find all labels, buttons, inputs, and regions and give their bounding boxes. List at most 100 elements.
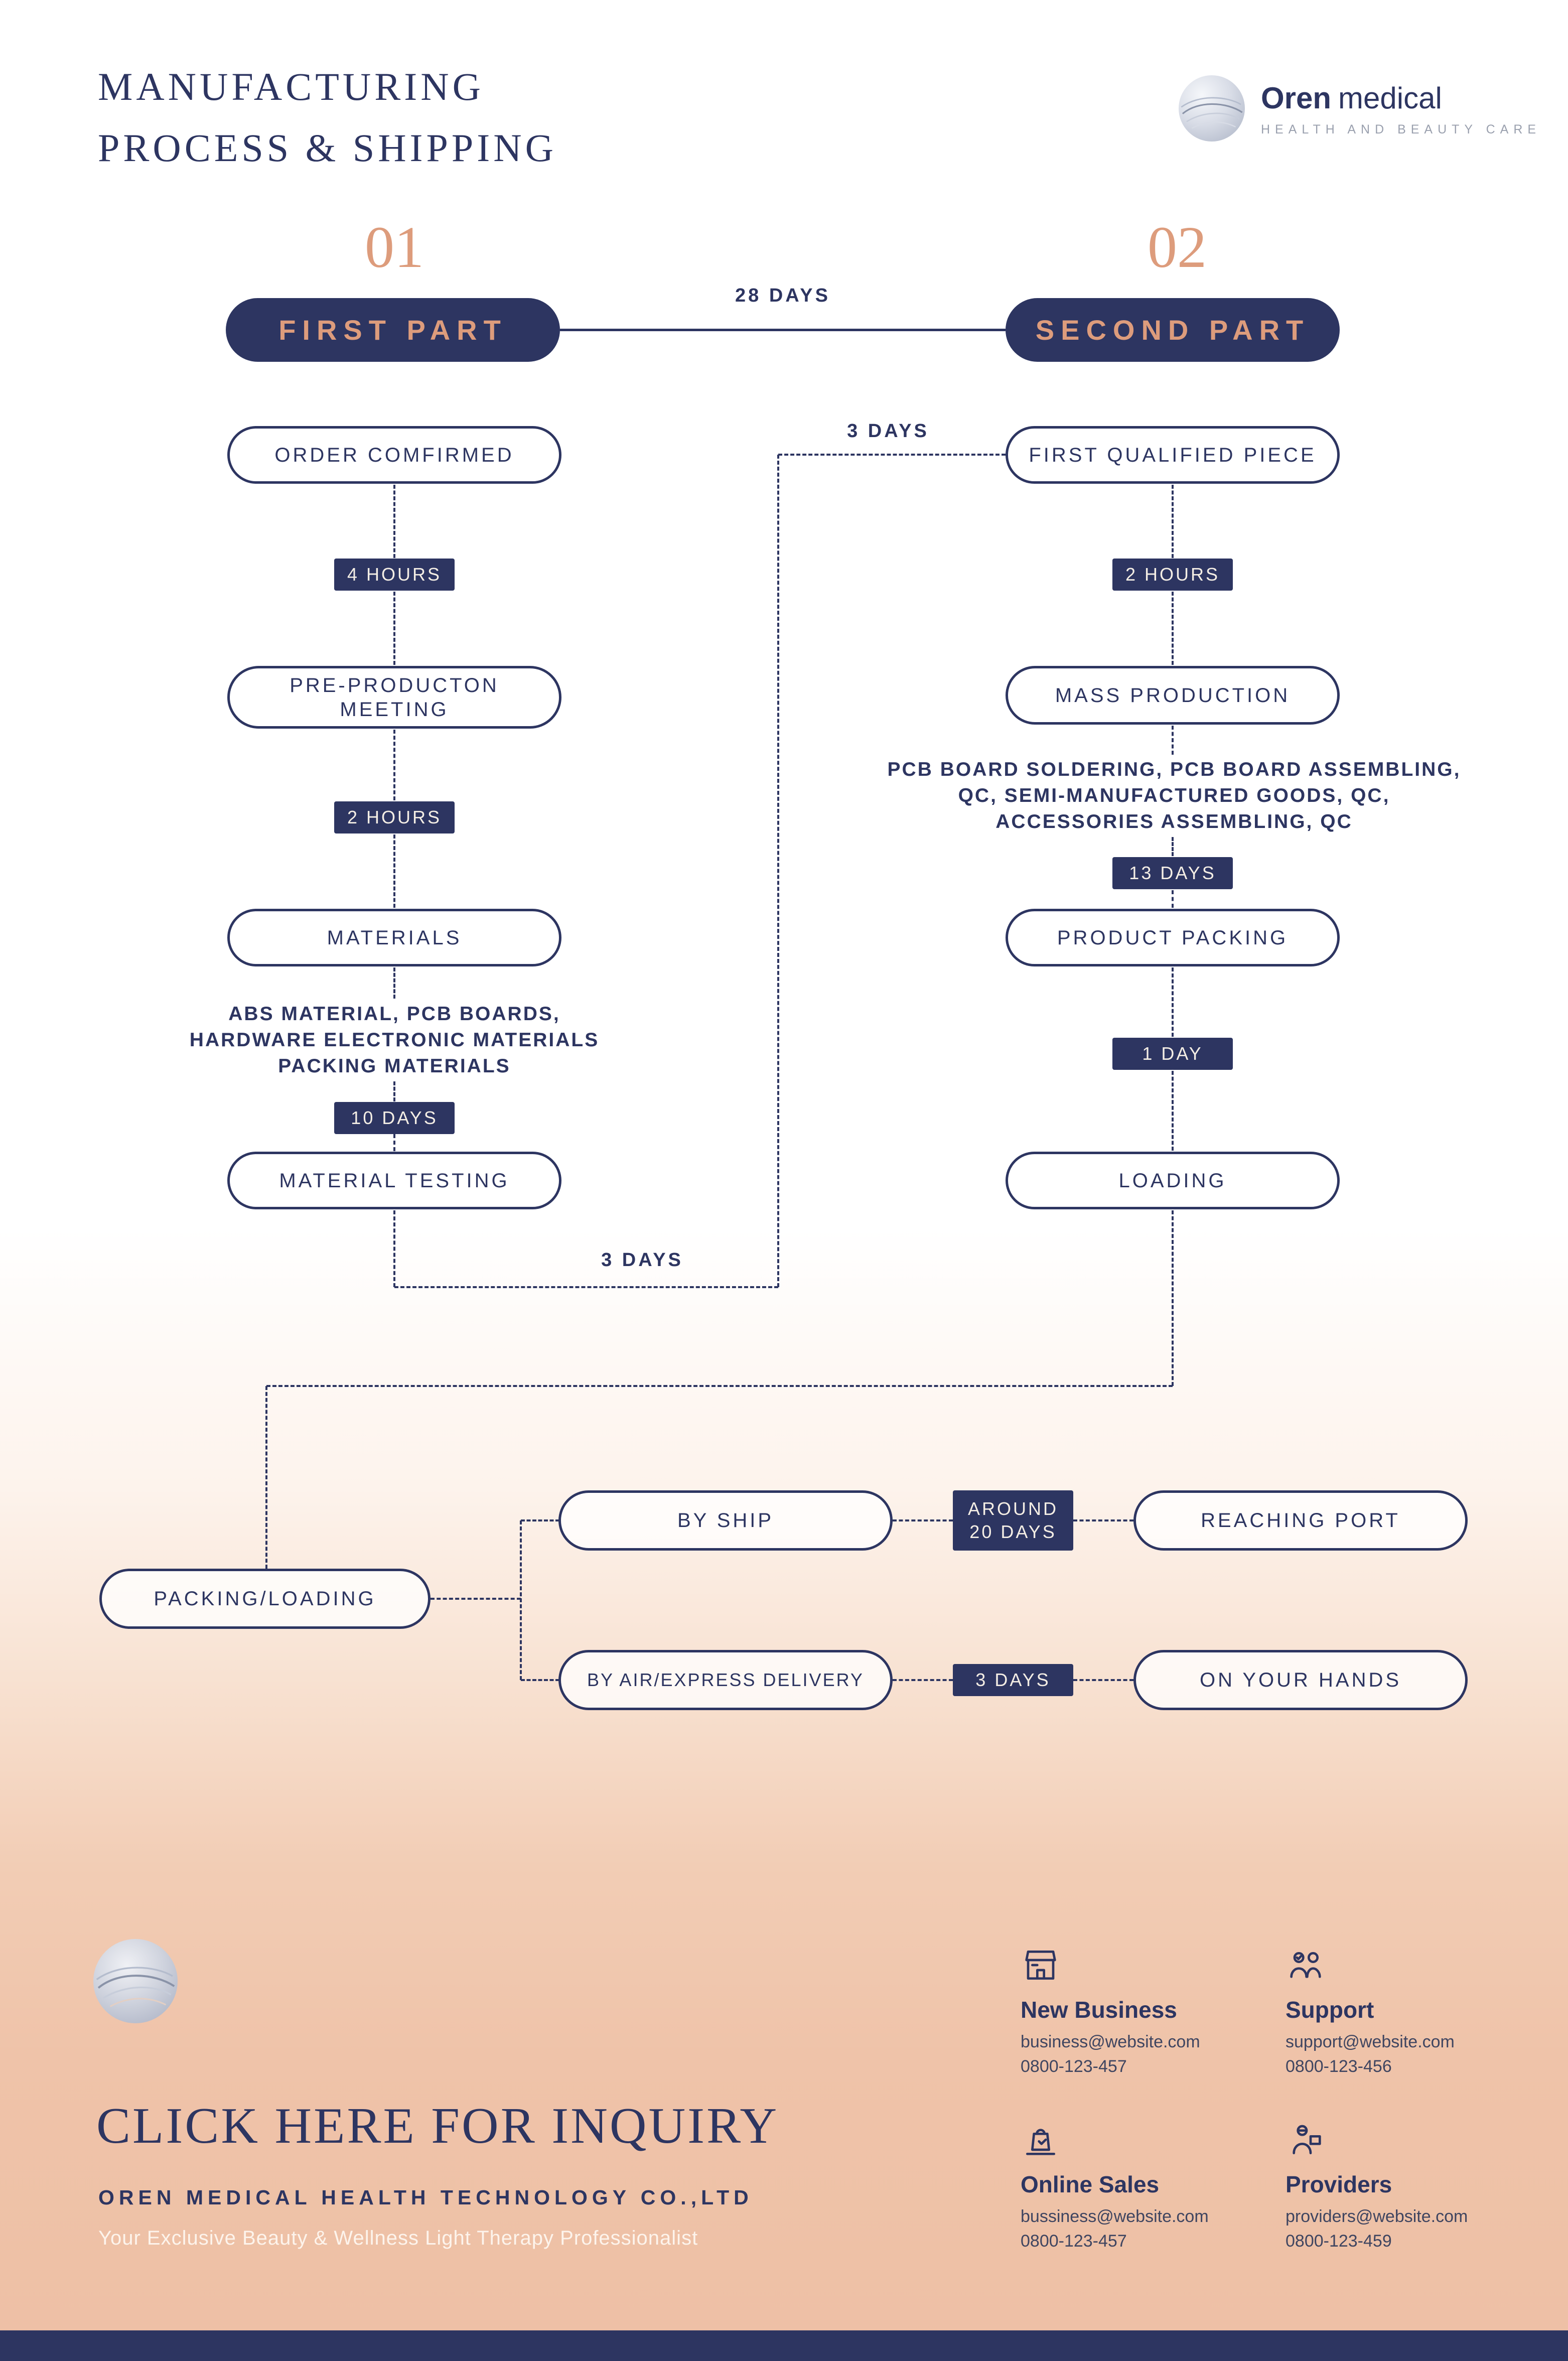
connector-dashed (393, 1081, 395, 1101)
flow1-materials-note: ABS MATERIAL, PCB BOARDS, HARDWARE ELECT… (138, 1001, 650, 1079)
duration-line2: 20 DAYS (969, 1521, 1057, 1542)
flow1-duration-1: 4 HOURS (334, 559, 455, 591)
new-business-icon (1021, 1945, 1061, 1985)
connector-dashed (520, 1520, 522, 1680)
flow2-step-loading: LOADING (1006, 1152, 1340, 1209)
footer-tagline: Your Exclusive Beauty & Wellness Light T… (98, 2227, 698, 2249)
part1-header-pill: FIRST PART (226, 298, 560, 362)
flow1-step-order-confirmed: ORDER COMFIRMED (227, 426, 561, 484)
connector-dashed (1172, 485, 1174, 558)
flow2-production-note: PCB BOARD SOLDERING, PCB BOARD ASSEMBLIN… (873, 757, 1475, 835)
bottom-bar (0, 2330, 1568, 2361)
connector-dashed (265, 1386, 267, 1569)
connector-dashed (893, 1519, 953, 1521)
contact-title: Providers (1286, 2171, 1392, 2197)
inquiry-cta[interactable]: CLICK HERE FOR INQUIRY (96, 2098, 779, 2154)
duration-line1: AROUND (967, 1498, 1058, 1519)
note-line: QC, SEMI-MANUFACTURED GOODS, QC, (958, 785, 1390, 806)
shipping-air-duration: 3 DAYS (953, 1664, 1073, 1696)
connector-dashed (394, 1286, 778, 1288)
connector-dashed (1172, 1210, 1174, 1386)
connector-dashed (393, 967, 395, 999)
shipping-start-packing-loading: PACKING/LOADING (99, 1569, 431, 1629)
contact-phone: 0800-123-456 (1286, 2057, 1392, 2076)
note-line: HARDWARE ELECTRONIC MATERIALS (189, 1029, 600, 1051)
note-line: ACCESSORIES ASSEMBLING, QC (995, 811, 1353, 832)
connector-dashed (778, 454, 1006, 456)
footer-logo-icon (93, 1939, 178, 2023)
connector-dashed (1172, 726, 1174, 755)
support-icon (1286, 1945, 1326, 1985)
parts-connector-line (560, 329, 1006, 331)
connector-dashed (777, 455, 779, 1287)
connector-dashed (393, 1210, 395, 1287)
brand-tagline: HEALTH AND BEAUTY CARE (1261, 122, 1541, 136)
connector-dashed (1172, 1071, 1174, 1151)
page-title-line1: MANUFACTURING (98, 65, 484, 108)
flow2-duration-3: 1 DAY (1112, 1038, 1233, 1070)
connector-dashed (393, 1134, 395, 1151)
flow2-entry-label: 3 DAYS (847, 421, 929, 442)
note-line: PCB BOARD SOLDERING, PCB BOARD ASSEMBLIN… (887, 759, 1461, 780)
shipping-option-by-ship: BY SHIP (558, 1490, 893, 1551)
shipping-option-by-air: BY AIR/EXPRESS DELIVERY (558, 1650, 893, 1710)
contact-phone: 0800-123-459 (1286, 2232, 1392, 2251)
connector-dashed (1073, 1679, 1133, 1681)
connector-dashed (1172, 890, 1174, 908)
providers-icon (1286, 2120, 1326, 2160)
contact-online-sales: Online Sales bussiness@website.com 0800-… (1021, 2120, 1261, 2251)
connector-dashed (1172, 967, 1174, 1037)
connector-dashed (393, 485, 395, 558)
contact-email[interactable]: bussiness@website.com (1021, 2207, 1209, 2226)
contact-title: Support (1286, 1997, 1374, 2023)
note-line: ABS MATERIAL, PCB BOARDS, (228, 1003, 560, 1025)
flow1-step-material-testing: MATERIAL TESTING (227, 1152, 561, 1209)
flow2-step-first-qualified-piece: FIRST QUALIFIED PIECE (1006, 426, 1340, 484)
flow1-duration-2: 2 HOURS (334, 801, 455, 834)
note-line: PACKING MATERIALS (278, 1055, 511, 1077)
flow1-step-materials: MATERIALS (227, 909, 561, 966)
contact-providers: Providers providers@website.com 0800-123… (1286, 2120, 1526, 2251)
step-label-line2: MEETING (340, 698, 449, 721)
parts-connector-label: 28 DAYS (735, 285, 830, 306)
contact-phone: 0800-123-457 (1021, 2232, 1127, 2251)
connector-dashed (393, 835, 395, 908)
contact-email[interactable]: business@website.com (1021, 2032, 1200, 2051)
connector-dashed (393, 592, 395, 665)
contact-phone: 0800-123-457 (1021, 2057, 1127, 2076)
connector-dashed (521, 1519, 559, 1521)
shipping-result-on-your-hands: ON YOUR HANDS (1133, 1650, 1468, 1710)
part2-number: 02 (1148, 214, 1207, 280)
shipping-result-reaching-port: REACHING PORT (1133, 1490, 1468, 1551)
wave-swirl-icon (1181, 97, 1243, 129)
wave-swirl-icon (96, 1967, 175, 2007)
connector-dashed (266, 1385, 1173, 1387)
contact-email[interactable]: providers@website.com (1286, 2207, 1468, 2226)
page-title: MANUFACTURING PROCESS & SHIPPING (98, 56, 557, 179)
contact-title: Online Sales (1021, 2171, 1160, 2197)
brand-name-bold: Oren (1261, 81, 1332, 115)
connector-dashed (1172, 837, 1174, 856)
online-sales-icon (1021, 2120, 1061, 2160)
flow2-duration-2: 13 DAYS (1112, 857, 1233, 889)
flow2-step-mass-production: MASS PRODUCTION (1006, 666, 1340, 725)
flow1-handoff-label: 3 DAYS (601, 1249, 683, 1271)
page-title-line2: PROCESS & SHIPPING (98, 126, 557, 170)
step-label-line1: PRE-PRODUCTON (290, 674, 499, 697)
flow1-duration-3: 10 DAYS (334, 1102, 455, 1134)
connector-dashed (521, 1679, 559, 1681)
contact-new-business: New Business business@website.com 0800-1… (1021, 1945, 1261, 2076)
contact-support: Support support@website.com 0800-123-456 (1286, 1945, 1526, 2076)
contact-title: New Business (1021, 1997, 1177, 2023)
connector-dashed (893, 1679, 953, 1681)
contact-email[interactable]: support@website.com (1286, 2032, 1455, 2051)
part1-number: 01 (365, 214, 424, 280)
shipping-ship-duration: AROUND 20 DAYS (953, 1490, 1073, 1551)
brand-logo-icon (1179, 75, 1245, 142)
part2-header-pill: SECOND PART (1006, 298, 1340, 362)
brand-name-light: medical (1338, 81, 1442, 115)
